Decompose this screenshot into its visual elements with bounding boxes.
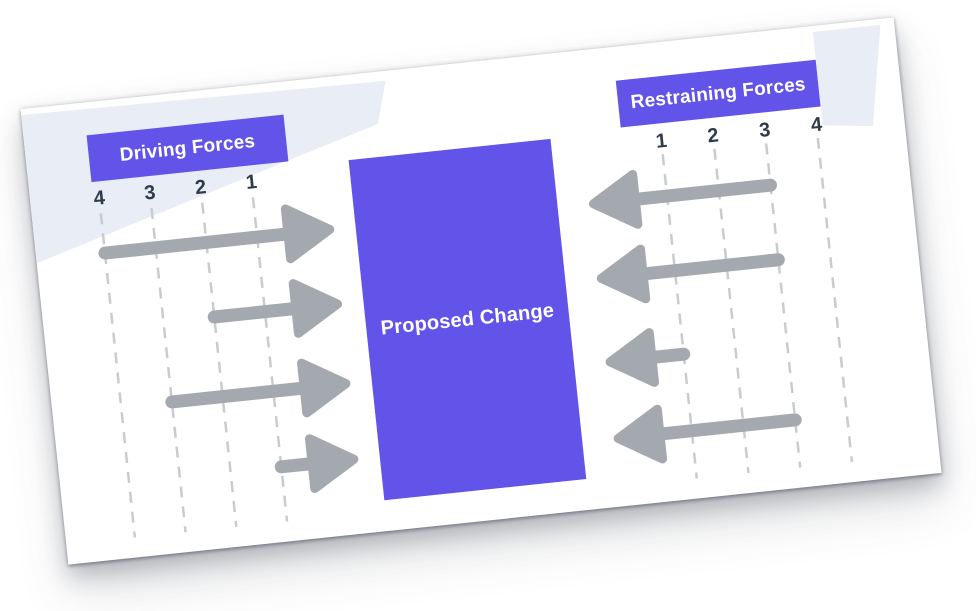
driving-forces-label: Driving Forces: [118, 130, 257, 166]
driving-scale-value-3: 3: [143, 181, 157, 205]
driving-scale-value-2: 2: [193, 176, 208, 200]
driving-gridline-2: [200, 202, 238, 527]
restraining-arrow-shaft-2: [634, 253, 785, 281]
restraining-gridline-1: [661, 154, 699, 479]
driving-arrow-shaft-1: [98, 227, 297, 260]
restraining-forces-label: Restraining Forces: [629, 73, 807, 113]
restraining-scale-value-1: 1: [654, 129, 669, 153]
restraining-arrow-head-4: [613, 404, 668, 464]
restraining-scale-value-4: 4: [809, 113, 824, 137]
restraining-arrow-shaft-4: [651, 413, 802, 441]
restraining-arrow-head-1: [588, 170, 643, 229]
restraining-arrow-head-3: [605, 328, 660, 387]
tilted-card: Driving Forces Restraining Forces Propos…: [20, 17, 942, 565]
proposed-change-label: Proposed Change: [379, 299, 556, 340]
driving-gridline-4: [99, 213, 137, 538]
driving-arrow-head-2: [288, 279, 343, 338]
driving-scale-value-4: 4: [92, 186, 106, 210]
restraining-gridline-2: [713, 148, 750, 474]
driving-scale-value-1: 1: [244, 170, 259, 194]
driving-arrow-head-1: [280, 204, 335, 264]
restraining-gridline-3: [764, 143, 802, 468]
driving-arrow-head-4: [305, 434, 359, 493]
driving-gridline-1: [251, 197, 289, 522]
driving-arrow-shaft-2: [207, 301, 305, 324]
driving-gridline-3: [150, 207, 187, 533]
proposed-change-box: Proposed Change: [348, 138, 587, 501]
restraining-scale-value-3: 3: [758, 118, 772, 142]
restraining-scale-value-2: 2: [706, 124, 720, 148]
driving-arrow-head-3: [297, 358, 351, 418]
restraining-arrow-head-2: [596, 244, 651, 304]
driving-arrow-shaft-3: [165, 381, 313, 409]
restraining-arrow-shaft-1: [626, 178, 778, 207]
restraining-gridline-4: [816, 137, 854, 463]
arrows-and-gridlines-layer: [98, 137, 854, 538]
